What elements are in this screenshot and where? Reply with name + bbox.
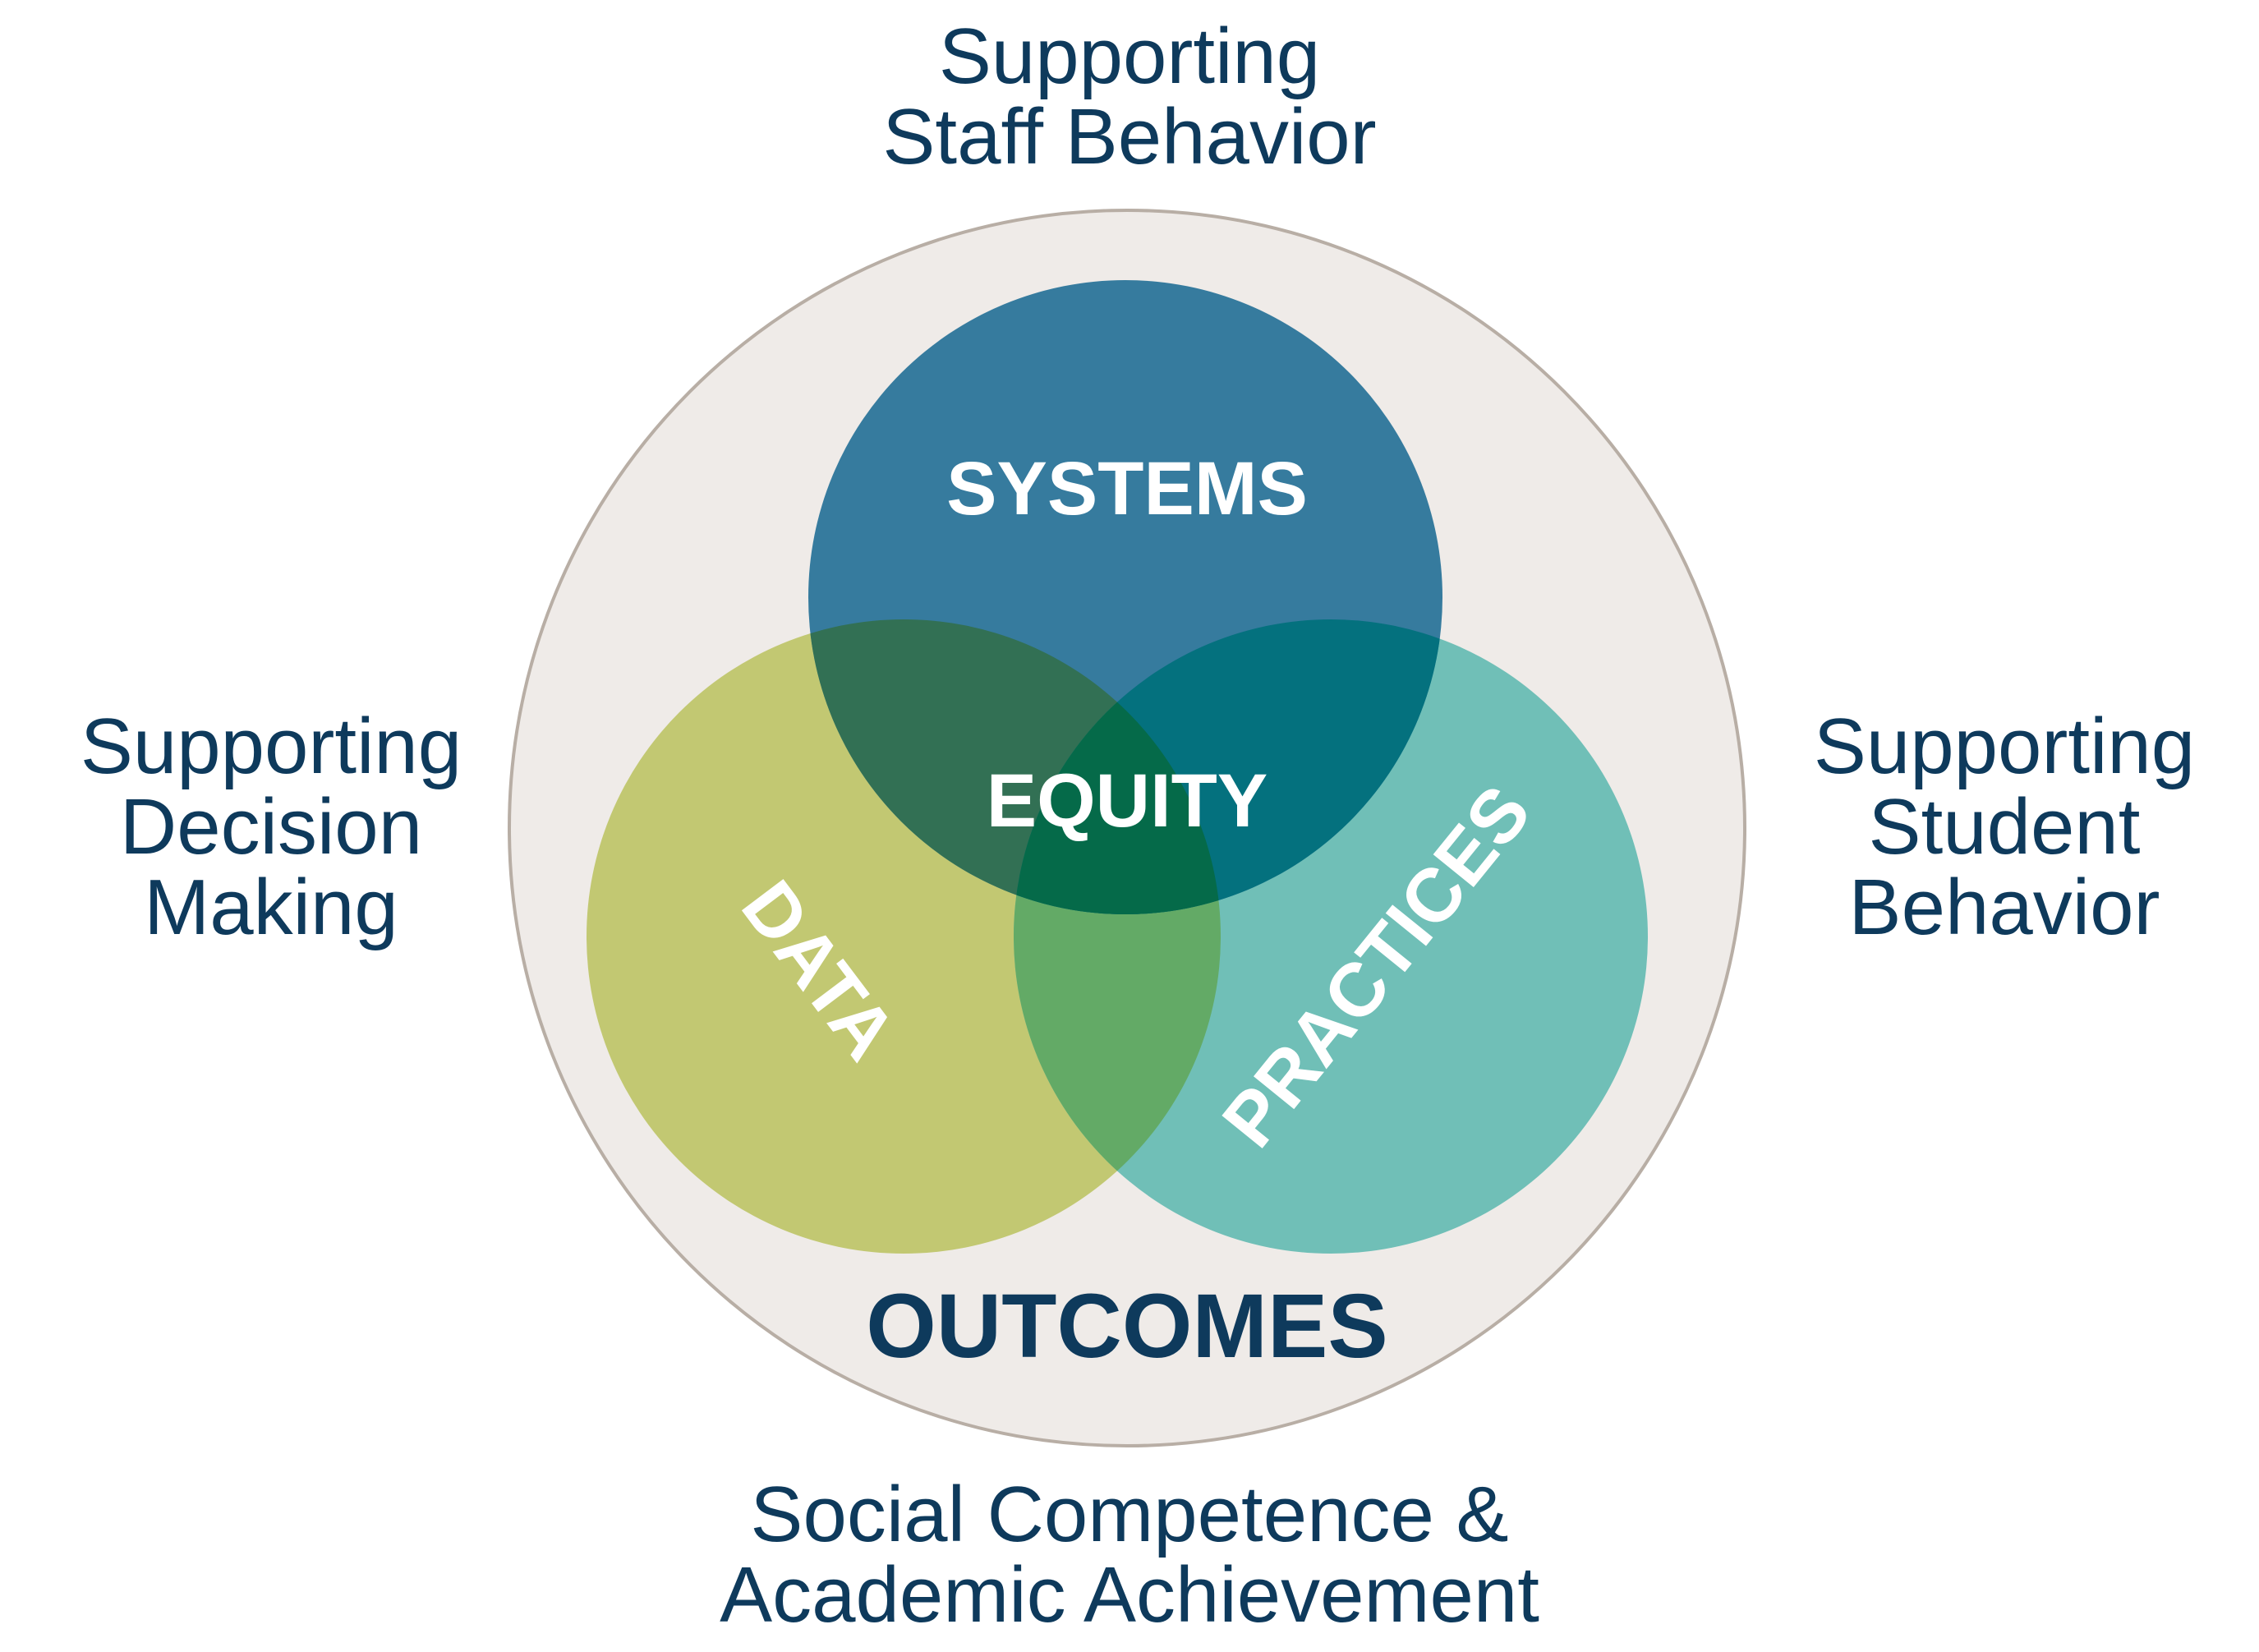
equity-label: EQUITY xyxy=(987,759,1268,843)
staff-behavior-line-2: Staff Behavior xyxy=(882,93,1377,181)
student-behavior-line-3: Behavior xyxy=(1848,863,2160,951)
student-behavior-label: Supporting Student Behavior xyxy=(1758,706,2251,948)
student-behavior-line-1: Supporting xyxy=(1813,702,2196,790)
staff-behavior-label: Supporting Staff Behavior xyxy=(801,16,1458,177)
staff-behavior-line-1: Supporting xyxy=(938,12,1321,100)
outcomes-description-line-2: Academic Achievement xyxy=(720,1551,1539,1639)
decision-making-line-1: Supporting xyxy=(80,702,462,790)
decision-making-line-3: Making xyxy=(144,863,398,951)
outcomes-description-line-1: Social Competence & xyxy=(750,1470,1509,1558)
equity-overlap xyxy=(1014,619,1221,914)
outcomes-label: OUTCOMES xyxy=(866,1276,1388,1377)
student-behavior-line-2: Student xyxy=(1868,783,2141,871)
decision-making-line-2: Decision xyxy=(119,783,423,871)
outcomes-description-label: Social Competence & Academic Achievement xyxy=(637,1475,1622,1636)
decision-making-label: Supporting Decision Making xyxy=(16,706,526,948)
systems-label: SYSTEMS xyxy=(946,447,1308,531)
